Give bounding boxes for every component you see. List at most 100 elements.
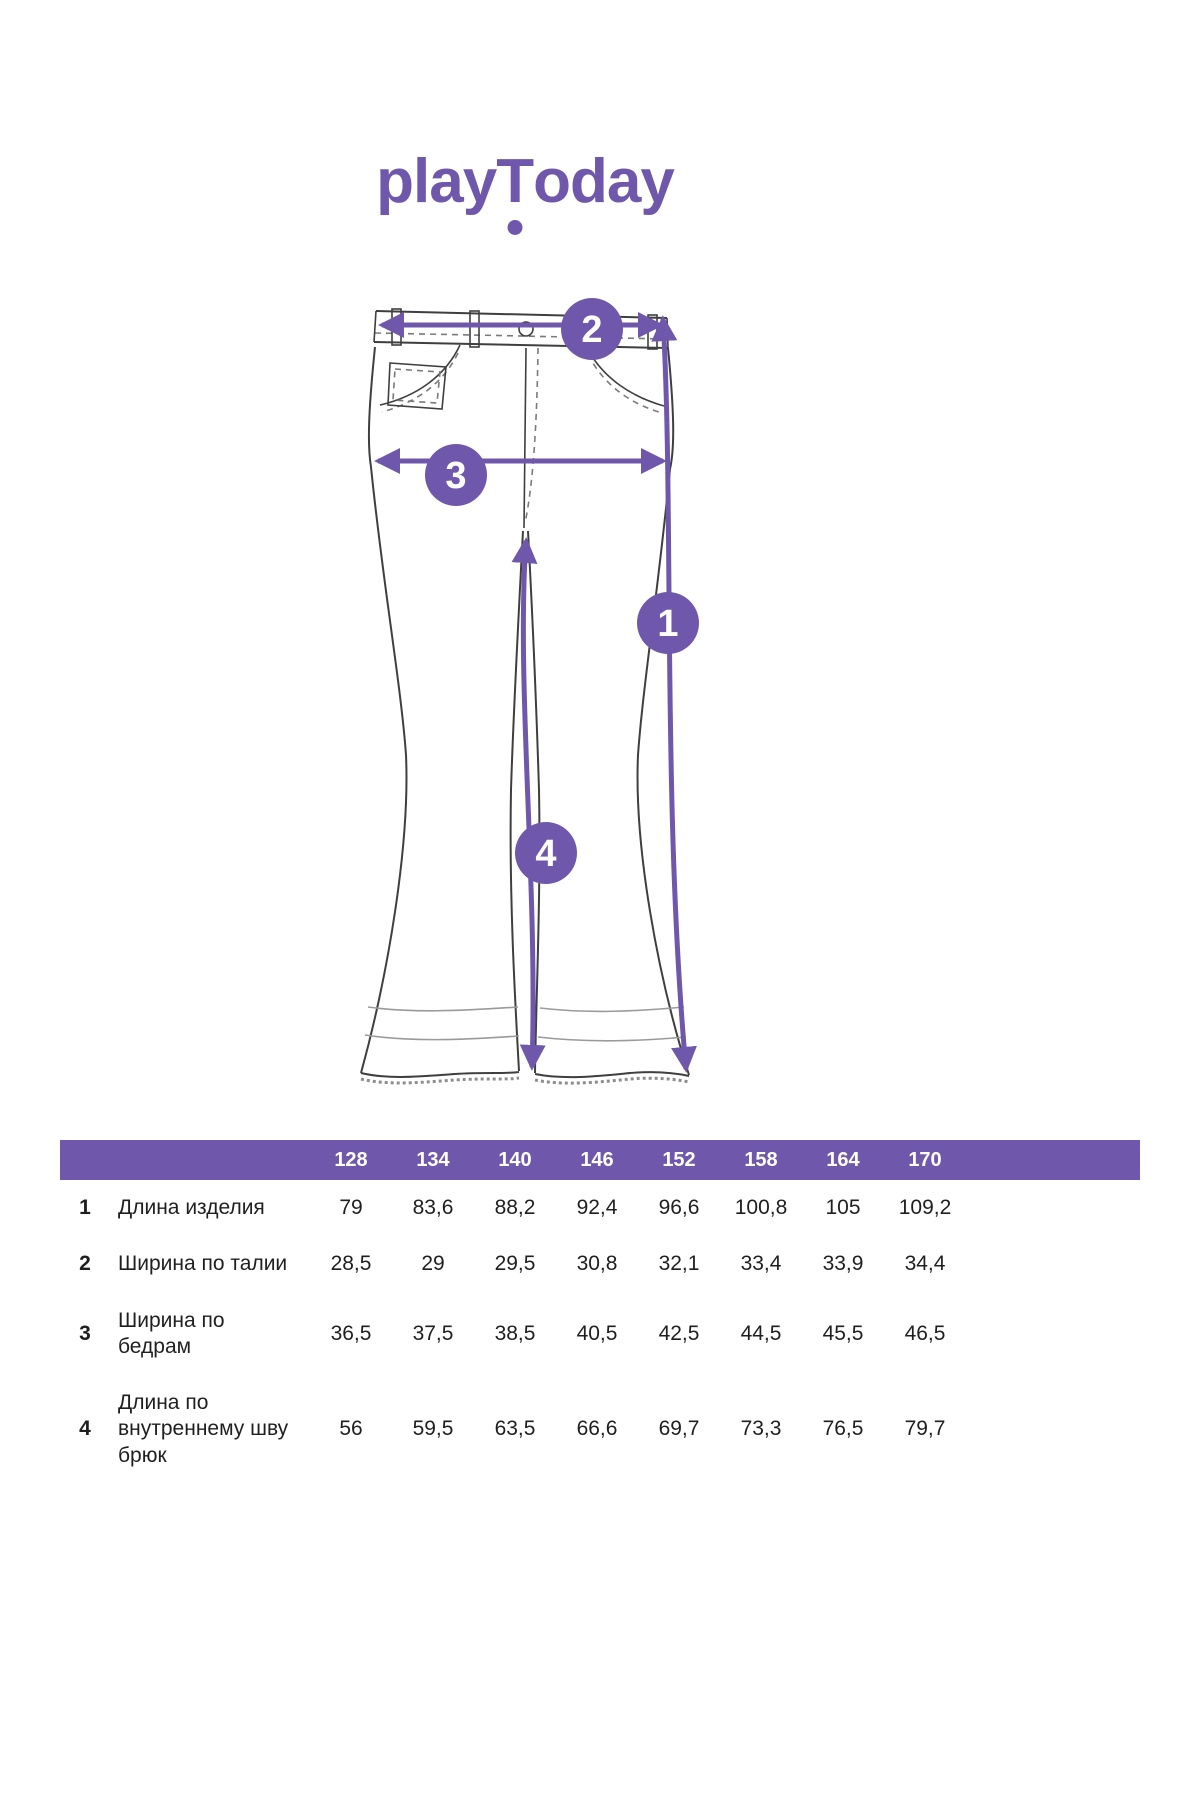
size-value: 76,5 [822, 1417, 864, 1441]
size-value: 32,1 [658, 1252, 700, 1276]
size-value: 66,6 [576, 1417, 618, 1441]
marker-number-2: 2 [581, 309, 602, 351]
size-value: 45,5 [822, 1321, 864, 1345]
size-value: 44,5 [740, 1321, 782, 1345]
right-hem [534, 1071, 690, 1079]
size-value: 79 [339, 1196, 363, 1220]
size-value: 63,5 [494, 1417, 536, 1441]
row-label: Длина по внутреннему шву брюк [118, 1391, 289, 1467]
measurement-marker-1 [637, 592, 699, 654]
size-value: 83,6 [412, 1196, 454, 1220]
size-value: 34,4 [904, 1252, 946, 1276]
row-label: Ширина по талии [118, 1252, 288, 1276]
size-value: 59,5 [412, 1417, 454, 1441]
marker-number-3: 3 [445, 455, 466, 497]
size-value: 56 [339, 1417, 363, 1441]
size-value: 30,8 [576, 1252, 618, 1276]
measurement-row: 2 Ширина по талии 28,5 29 29,5 30,8 32,1… [60, 1236, 1140, 1292]
coin-pocket-stitch [392, 368, 441, 404]
measurement-arrow-1 [651, 315, 697, 1073]
measurement-marker-3 [425, 444, 487, 506]
left-hem [360, 1071, 520, 1078]
measurement-row: 1 Длина изделия 79 83,6 88,2 92,4 96,6 1… [60, 1180, 1140, 1236]
left-hem-fray [360, 1076, 520, 1085]
size-value: 79,7 [904, 1417, 946, 1441]
logo-text-t: T [496, 147, 534, 216]
measurement-row: 4 Длина по внутреннему шву брюк 56 59,5 … [60, 1375, 1140, 1484]
filler-cell [966, 1293, 1140, 1376]
left-hem-stitch-2 [364, 1034, 520, 1041]
waistband-bottom [373, 341, 669, 349]
header-empty-label [110, 1140, 310, 1180]
marker-number-1: 1 [657, 603, 678, 645]
right-hem-stitch-2 [537, 1036, 687, 1042]
measurement-row: 3 Ширина по бедрам 36,5 37,5 38,5 40,5 4… [60, 1293, 1140, 1376]
jeans-measurement-diagram: 2 3 1 4 [360, 298, 699, 1085]
measurement-arrow-4 [511, 537, 546, 1071]
size-header-cell: 164 [802, 1140, 884, 1180]
size-value: 33,9 [822, 1252, 864, 1276]
measurement-marker-2 [561, 298, 623, 360]
measurement-marker-4 [515, 822, 577, 884]
right-hem-fray [534, 1076, 690, 1085]
size-value: 38,5 [494, 1321, 536, 1345]
size-value: 28,5 [330, 1252, 372, 1276]
header-empty-num [60, 1140, 110, 1180]
logo-letter-t: T [496, 146, 534, 235]
logo-text-post: oday [533, 147, 675, 216]
header-filler [966, 1140, 1140, 1180]
size-value: 29 [421, 1252, 445, 1276]
row-index: 2 [79, 1252, 91, 1276]
left-pocket [379, 344, 461, 406]
row-label: Ширина по бедрам [118, 1308, 225, 1358]
fly-stitch [524, 347, 539, 524]
waistband-right-edge [666, 317, 669, 349]
size-value: 92,4 [576, 1196, 618, 1220]
size-header-cell: 158 [720, 1140, 802, 1180]
row-label: Длина изделия [118, 1196, 265, 1219]
size-header-cell: 128 [310, 1140, 392, 1180]
measurement-markers: 2 3 1 4 [425, 298, 699, 884]
measurement-arrows [374, 312, 697, 1073]
size-header-cell: 170 [884, 1140, 966, 1180]
size-value: 73,3 [740, 1417, 782, 1441]
right-outer-seam [636, 347, 690, 1076]
size-value: 100,8 [734, 1196, 788, 1220]
size-value: 109,2 [898, 1196, 952, 1220]
filler-cell [966, 1180, 1140, 1236]
logo-dot [507, 220, 523, 235]
size-value: 96,6 [658, 1196, 700, 1220]
right-hem-stitch-1 [539, 1006, 685, 1013]
row-index: 1 [79, 1196, 91, 1220]
left-hem-stitch-1 [367, 1006, 519, 1012]
left-outer-seam [360, 346, 408, 1074]
size-value: 42,5 [658, 1321, 700, 1345]
marker-number-4: 4 [535, 833, 556, 875]
size-header-cell: 152 [638, 1140, 720, 1180]
coin-pocket [387, 362, 447, 410]
size-header-cell: 140 [474, 1140, 556, 1180]
left-pocket-stitch [381, 352, 459, 413]
logo-text-pre: play [376, 147, 497, 216]
size-value: 33,4 [740, 1252, 782, 1276]
size-value: 88,2 [494, 1196, 536, 1220]
size-table: 128 134 140 146 152 158 164 170 1 Длина … [60, 1140, 1140, 1484]
row-index: 3 [79, 1321, 91, 1345]
filler-cell [966, 1375, 1140, 1484]
filler-cell [966, 1236, 1140, 1292]
belt-loop [469, 310, 480, 348]
size-value: 105 [825, 1196, 861, 1220]
size-header-row: 128 134 140 146 152 158 164 170 [60, 1140, 1140, 1180]
size-value: 29,5 [494, 1252, 536, 1276]
belt-loop [647, 314, 658, 350]
size-header-cell: 146 [556, 1140, 638, 1180]
size-value: 37,5 [412, 1321, 454, 1345]
size-value: 46,5 [904, 1321, 946, 1345]
size-header-cell: 134 [392, 1140, 474, 1180]
right-pocket-stitch [587, 353, 663, 414]
fly-seam [523, 347, 527, 529]
waistband-left-edge [373, 310, 377, 343]
